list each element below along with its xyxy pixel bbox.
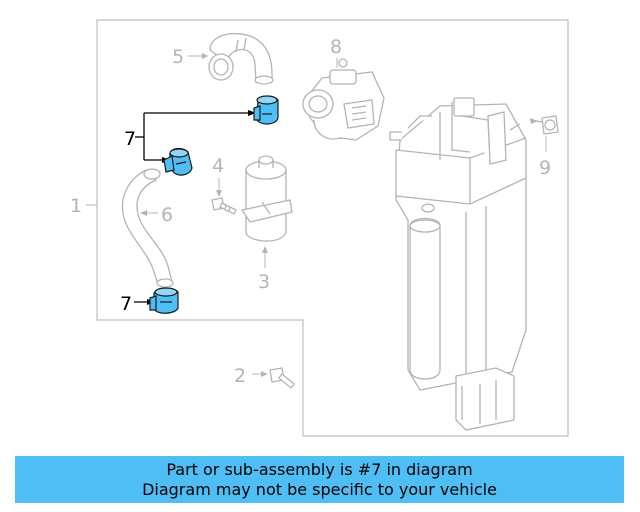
callout-5: 5 (172, 46, 184, 68)
info-banner: Part or sub-assembly is #7 in diagram Di… (15, 456, 624, 503)
leader-4-arrow (216, 190, 222, 197)
banner-line-1: Part or sub-assembly is #7 in diagram (166, 460, 473, 479)
hose-part-5 (208, 33, 274, 85)
callout-2: 2 (234, 365, 246, 387)
callout-9: 9 (539, 157, 551, 179)
clamp-part-7-middle (163, 147, 193, 176)
charcoal-canister (389, 97, 527, 431)
assembly-boundary (96, 19, 569, 437)
bolt-part-9 (529, 115, 559, 135)
leader-6-arrow (140, 210, 147, 216)
leader-7-arrow-top (248, 110, 256, 116)
leader-5-arrow (202, 53, 208, 59)
callout-1: 1 (70, 195, 82, 217)
callout-4: 4 (212, 155, 224, 177)
bolt-part-4 (211, 197, 237, 215)
clamp-part-7-top (253, 95, 279, 125)
filter-part-3 (240, 155, 293, 242)
callout-7-top: 7 (124, 128, 136, 150)
callout-3: 3 (258, 271, 270, 293)
leader-7-bracket (134, 112, 252, 303)
clamp-part-7-bottom (149, 287, 179, 314)
callout-7-bottom: 7 (120, 293, 132, 315)
valve-part-8 (302, 58, 385, 141)
hose-part-6 (121, 168, 174, 288)
bolt-part-2 (269, 367, 295, 389)
callout-8: 8 (330, 36, 342, 58)
leader-9-arrow (530, 118, 538, 124)
leader-3-arrow (262, 246, 268, 253)
banner-line-2: Diagram may not be specific to your vehi… (142, 480, 497, 499)
leader-2-arrow (261, 371, 268, 377)
callout-6: 6 (161, 204, 173, 226)
